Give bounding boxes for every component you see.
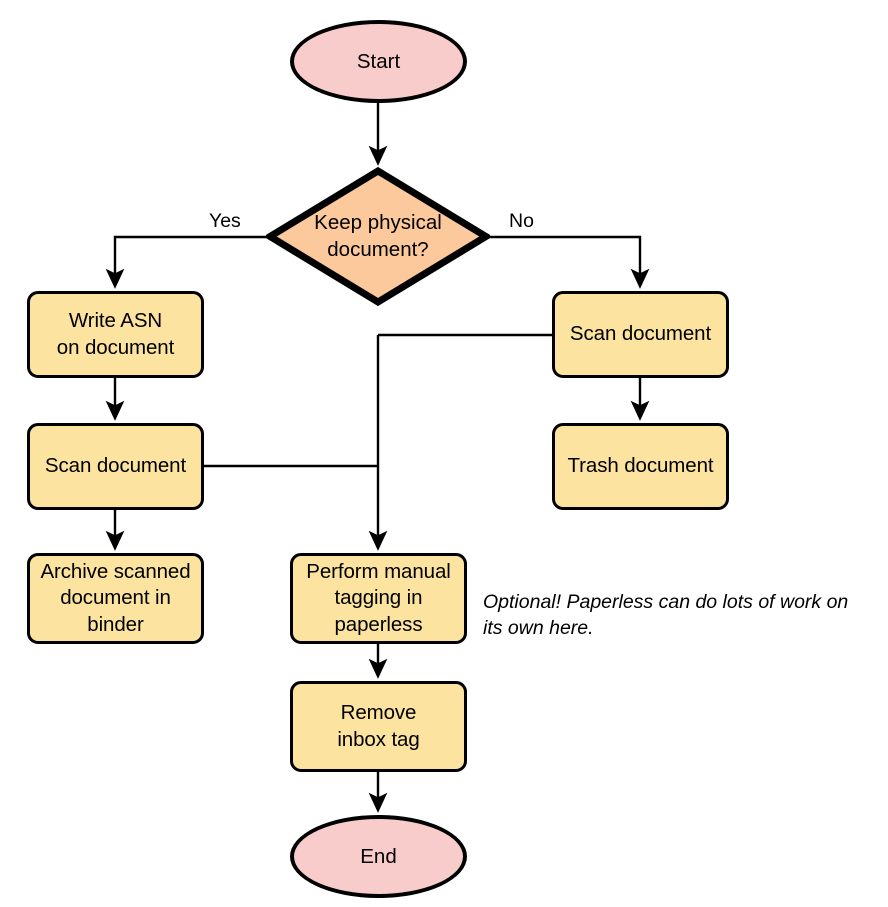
node-archive-label-line1: Archive scanned (40, 560, 191, 584)
node-decision-label-line1: Keep physical (314, 211, 442, 235)
node-write-asn-label: Write ASN on document (56, 308, 175, 360)
node-remove-inbox-tag-label: Remove inbox tag (337, 700, 419, 752)
annotation-optional-note-line2: its own here. (483, 616, 594, 639)
node-perform-manual-tagging-in-paperless[interactable]: Perform manual tagging in paperless (290, 553, 467, 644)
node-write-asn-on-document[interactable]: Write ASN on document (27, 291, 204, 378)
edge-decision-yes-to-writeasn (105, 235, 267, 289)
node-scan-document-left-label: Scan document (44, 454, 187, 478)
node-archive-scanned-document-in-binder[interactable]: Archive scanned document in binder (27, 553, 204, 644)
edge-label-no: No (509, 210, 534, 232)
node-start-label: Start (356, 49, 401, 73)
node-trash-document-label: Trash document (567, 454, 714, 478)
node-remove-inbox-tag-label-line1: Remove (340, 701, 417, 725)
node-decision-keep-physical-document[interactable]: Keep physical document? (266, 167, 490, 306)
node-archive-label-line3: binder (87, 612, 144, 636)
diamond-shape (266, 167, 490, 306)
node-write-asn-label-line2: on document (56, 335, 175, 359)
node-tagging-label: Perform manual tagging in paperless (306, 559, 451, 637)
node-write-asn-label-line1: Write ASN (68, 309, 163, 333)
node-scan-document-right-label: Scan document (569, 322, 712, 346)
node-tagging-label-line3: paperless (334, 612, 423, 636)
node-start[interactable]: Start (290, 20, 467, 103)
node-remove-inbox-tag[interactable]: Remove inbox tag (290, 681, 467, 772)
node-decision-label: Keep physical document? (314, 210, 442, 262)
edge-label-yes: Yes (209, 210, 241, 232)
annotation-optional-note-line1: Optional! Paperless can do lots of work … (483, 591, 849, 613)
node-remove-inbox-tag-label-line2: inbox tag (337, 727, 420, 751)
node-end[interactable]: End (290, 815, 467, 898)
node-end-label: End (360, 844, 397, 868)
node-decision-label-line2: document? (327, 237, 429, 261)
node-archive-label-line2: document in (60, 586, 171, 610)
node-trash-document[interactable]: Trash document (552, 423, 729, 510)
node-scan-document-left[interactable]: Scan document (27, 423, 204, 510)
edge-decision-no-to-scanright (489, 235, 650, 289)
node-tagging-label-line1: Perform manual (306, 560, 451, 584)
node-archive-label: Archive scanned document in binder (40, 559, 190, 637)
node-tagging-label-line2: tagging in (334, 586, 423, 610)
node-scan-document-right[interactable]: Scan document (552, 291, 729, 378)
annotation-optional-note: Optional! Paperless can do lots of work … (483, 590, 888, 642)
